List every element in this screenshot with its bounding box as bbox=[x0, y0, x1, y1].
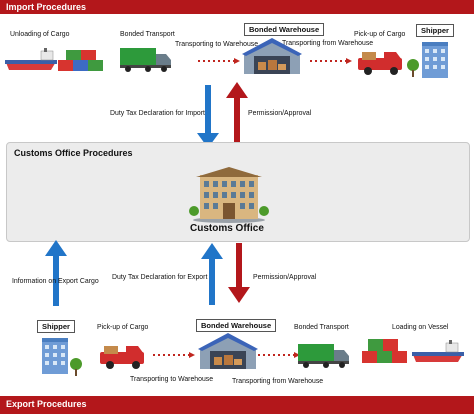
red-arrow-down-export bbox=[228, 243, 250, 303]
label-info-export-cargo: Information on Export Cargo bbox=[12, 276, 99, 285]
pickup-truck-icon-import bbox=[358, 52, 402, 75]
dotted-arrow-import-1 bbox=[198, 58, 240, 64]
label-bonded-warehouse-export: Bonded Warehouse bbox=[196, 319, 277, 332]
label-shipper-export: Shipper bbox=[37, 320, 75, 333]
dotted-arrow-import-2 bbox=[310, 58, 352, 64]
customs-office-label: Customs Office bbox=[190, 223, 264, 234]
export-procedures-title: Export Procedures bbox=[6, 399, 87, 409]
label-transport-from-warehouse-export: Transporting from Warehouse bbox=[232, 376, 324, 385]
pickup-truck-icon-export bbox=[100, 346, 144, 369]
customs-panel-title: Customs Office Procedures bbox=[14, 148, 133, 158]
label-unloading-cargo: Unloading of Cargo bbox=[10, 29, 70, 38]
label-duty-declaration-export: Duty Tax Declaration for Export bbox=[112, 272, 208, 281]
label-pickup-cargo-export: Pick-up of Cargo bbox=[97, 322, 149, 331]
label-transport-from-warehouse-import: Transporting from Warehouse bbox=[282, 38, 374, 47]
shipper-building-icon-import bbox=[422, 42, 448, 78]
import-procedures-title: Import Procedures bbox=[6, 2, 87, 12]
container-truck-icon bbox=[120, 48, 171, 72]
tree-icon-export bbox=[70, 358, 82, 376]
label-duty-declaration-import: Duty Tax Declaration for Import bbox=[110, 108, 205, 117]
red-arrow-up-import bbox=[226, 82, 248, 146]
containers-icon-export bbox=[362, 339, 407, 363]
import-procedures-bar: Import Procedures bbox=[0, 0, 474, 14]
shipper-building-icon-export bbox=[42, 338, 68, 374]
tree-icon-import bbox=[407, 59, 419, 77]
blue-arrow-up-export-info bbox=[45, 240, 67, 306]
label-permission-export: Permission/Approval bbox=[253, 272, 317, 281]
blue-arrow-down-import bbox=[197, 85, 219, 148]
bonded-warehouse-icon-export bbox=[198, 333, 258, 369]
container-truck-icon-export bbox=[298, 344, 349, 368]
label-loading-vessel: Loading on Vessel bbox=[392, 322, 449, 331]
label-bonded-transport-export: Bonded Transport bbox=[294, 322, 349, 331]
label-bonded-warehouse-import: Bonded Warehouse bbox=[244, 23, 325, 36]
label-transport-to-warehouse-export: Transporting to Warehouse bbox=[130, 374, 214, 383]
export-procedures-bar: Export Procedures bbox=[0, 396, 474, 414]
bonded-warehouse-icon-import bbox=[242, 38, 302, 74]
blue-arrow-up-export bbox=[201, 243, 223, 305]
label-pickup-cargo-import: Pick-up of Cargo bbox=[354, 29, 406, 38]
label-shipper-import: Shipper bbox=[416, 24, 454, 37]
cargo-ship-icon-export bbox=[412, 340, 464, 362]
label-transport-to-warehouse-import: Transporting to Warehouse bbox=[175, 39, 259, 48]
dotted-arrow-export-1 bbox=[153, 352, 195, 358]
dotted-arrow-export-2 bbox=[258, 352, 300, 358]
cargo-ship-icon bbox=[5, 48, 57, 70]
containers-icon bbox=[58, 50, 103, 71]
customs-office-building-icon bbox=[189, 167, 269, 223]
label-bonded-transport-import: Bonded Transport bbox=[120, 29, 175, 38]
label-permission-import: Permission/Approval bbox=[248, 108, 312, 117]
